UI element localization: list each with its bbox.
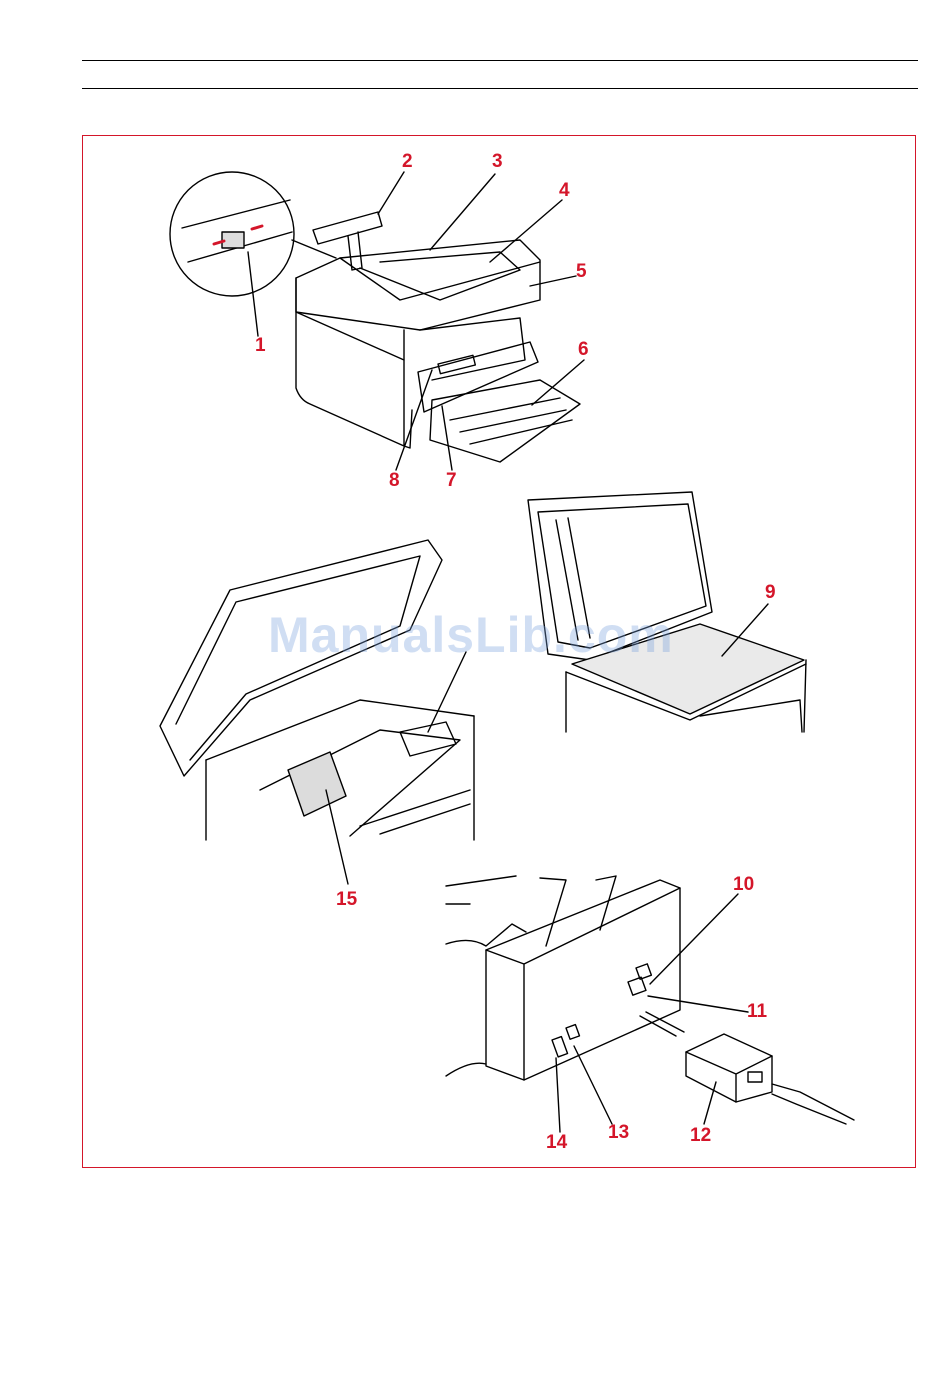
line-socket <box>636 964 651 979</box>
printer-front-view <box>170 172 584 470</box>
callout-4: 4 <box>559 181 570 200</box>
power-adapter <box>686 1034 772 1102</box>
callout-13: 13 <box>608 1123 629 1142</box>
output-tray <box>430 380 580 462</box>
paper-support <box>313 212 382 270</box>
printer-cartridge-access-view <box>160 540 474 884</box>
printer-body <box>296 278 404 446</box>
callout-11: 11 <box>747 1002 767 1021</box>
callout-6: 6 <box>578 340 589 359</box>
usb-port <box>566 1025 580 1040</box>
callout-5: 5 <box>576 262 587 281</box>
callout-8: 8 <box>389 471 400 490</box>
callout-14: 14 <box>546 1133 567 1152</box>
rear-panel <box>486 880 680 1080</box>
callout-3: 3 <box>492 152 503 171</box>
callout-15: 15 <box>336 890 357 909</box>
printer-rear-view <box>446 876 854 1132</box>
callout-7: 7 <box>446 471 457 490</box>
control-panel <box>418 342 538 412</box>
callout-2: 2 <box>402 152 413 171</box>
watermark: ManualsLib.com <box>268 606 674 664</box>
print-cartridge <box>288 752 346 816</box>
power-socket <box>552 1037 568 1057</box>
telephone-socket <box>628 977 646 995</box>
callout-10: 10 <box>733 875 754 894</box>
callout-12: 12 <box>690 1126 711 1145</box>
callout-9: 9 <box>765 583 776 602</box>
callout-1: 1 <box>255 336 266 355</box>
